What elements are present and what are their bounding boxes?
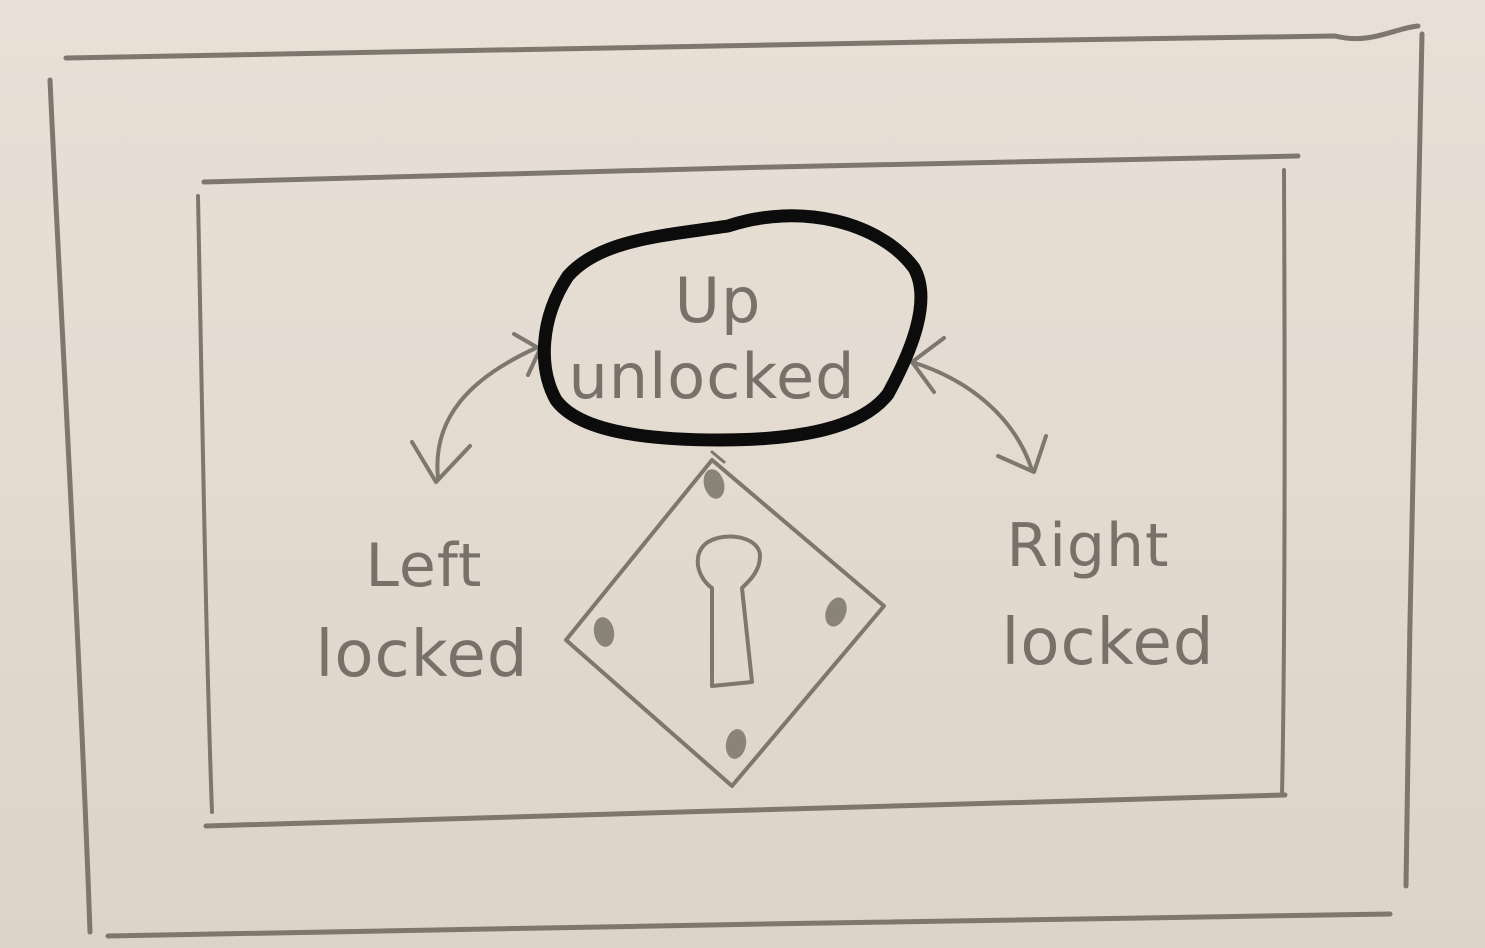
outer-frame bbox=[47, 23, 1425, 939]
state-up[interactable]: Up unlocked bbox=[568, 264, 855, 413]
state-left-direction: Left bbox=[366, 531, 483, 601]
selection-highlight-circle bbox=[537, 209, 928, 447]
state-right-status: locked bbox=[1002, 606, 1215, 680]
state-left[interactable]: Left locked bbox=[316, 531, 529, 692]
state-left-status: locked bbox=[316, 618, 529, 692]
screw-bottom bbox=[725, 729, 747, 759]
keyhole-lock-icon bbox=[564, 450, 886, 788]
arrow-up-left bbox=[410, 332, 542, 484]
screw-top bbox=[703, 469, 725, 499]
state-right[interactable]: Right locked bbox=[1002, 511, 1215, 680]
arrow-up-right bbox=[910, 336, 1048, 474]
inner-frame bbox=[196, 153, 1301, 829]
screw-right bbox=[825, 597, 847, 627]
keyhole bbox=[695, 534, 762, 688]
state-right-direction: Right bbox=[1007, 511, 1170, 581]
state-up-direction: Up bbox=[675, 264, 762, 337]
screw-left bbox=[593, 617, 615, 647]
state-up-status: unlocked bbox=[568, 340, 855, 413]
